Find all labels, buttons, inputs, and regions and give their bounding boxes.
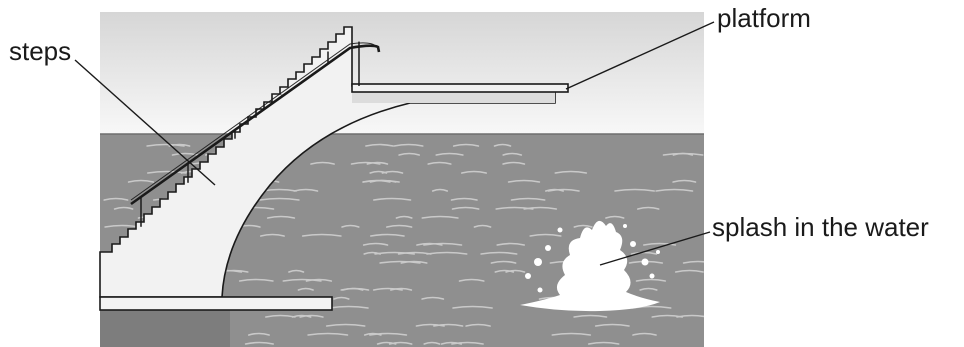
sky xyxy=(100,12,704,135)
water-reflection xyxy=(100,310,230,347)
platform xyxy=(352,84,568,92)
base-slab xyxy=(100,297,332,310)
platform-label: platform xyxy=(717,3,811,34)
steps-label: steps xyxy=(9,36,71,67)
splash-label: splash in the water xyxy=(712,212,929,243)
platform-shadow xyxy=(352,92,555,103)
